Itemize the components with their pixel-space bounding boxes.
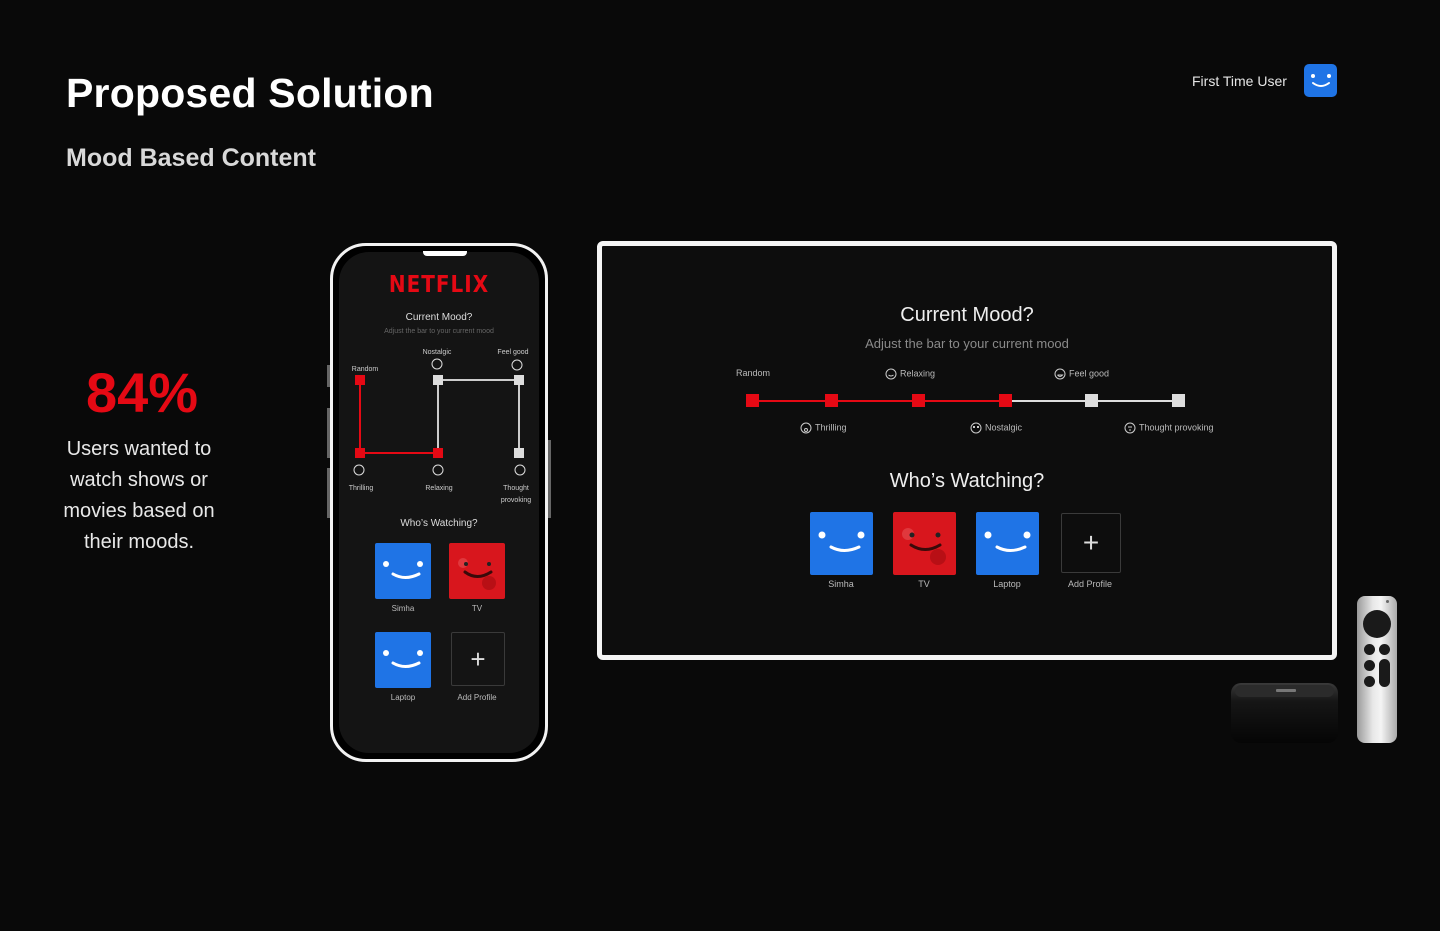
mood-slider[interactable] [602, 246, 1332, 446]
remote-button [1364, 676, 1375, 687]
mood-label-random: Random [736, 368, 771, 378]
grin-icon [1054, 368, 1066, 380]
profile-laptop[interactable] [375, 632, 431, 688]
stat-text: Users wanted to watch shows or movies ba… [63, 438, 215, 553]
mood-label-random: Random [351, 366, 379, 373]
tv-mockup: Current Mood? Adjust the bar to your cur… [597, 241, 1337, 660]
profile-laptop[interactable] [976, 512, 1039, 575]
remote-volume [1379, 659, 1390, 687]
phone-side-button [548, 440, 551, 518]
mood-path-graph [353, 358, 526, 476]
profile-simha[interactable] [375, 543, 431, 599]
mood-label-thrilling: Thrilling [348, 485, 374, 492]
whos-watching-title: Who’s Watching? [400, 518, 478, 529]
mood-text: Nostalgic [985, 422, 1023, 433]
mood-label-nostalgic: Nostalgic [970, 422, 1022, 434]
mood-text: Thrilling [815, 422, 847, 433]
phone-notch [423, 251, 467, 256]
smile-icon [885, 368, 897, 380]
slider-node-nostalgic [999, 394, 1012, 407]
smiley-profile-icon [375, 632, 431, 688]
excited-icon [800, 422, 812, 434]
remote-button [1364, 644, 1375, 655]
red-smiley-profile-icon [893, 512, 956, 575]
profile-label: Simha [828, 579, 854, 589]
mood-label-feel-good: Feel good [497, 349, 529, 356]
whos-watching-title: Who’s Watching? [889, 470, 1045, 492]
slider-node-relaxing [912, 394, 925, 407]
phone-side-button [327, 468, 330, 518]
profile-label: Laptop [390, 693, 416, 702]
add-profile-label: Add Profile [457, 693, 497, 702]
mood-node-random [355, 375, 365, 385]
mood-text: Thought provoking [1139, 422, 1214, 433]
remote-button [1379, 644, 1390, 655]
mood-label-thought: Thought [503, 485, 529, 492]
add-profile-button[interactable]: + [451, 632, 505, 686]
mood-title: Current Mood? [900, 304, 1034, 326]
profile-label: TV [471, 604, 483, 613]
mood-text: Feel good [1069, 368, 1110, 379]
slider-node-thrilling [825, 394, 838, 407]
profile-label: Laptop [993, 579, 1021, 589]
profile-label: TV [918, 579, 930, 589]
profile-tv[interactable] [893, 512, 956, 575]
mood-label-relaxing: Relaxing [885, 368, 935, 380]
stat-value: 84% [86, 361, 199, 424]
remote-clickpad [1363, 610, 1391, 638]
mood-node-thought [514, 448, 524, 458]
slider-node-random [746, 394, 759, 407]
mood-node-nostalgic [433, 375, 443, 385]
avatar[interactable] [1304, 64, 1337, 97]
smiley-profile-icon [375, 543, 431, 599]
phone-mockup: NETFLIX Current Mood? Adjust the bar to … [330, 243, 548, 762]
apple-tv-box-image [1231, 683, 1338, 743]
remote-sensor [1386, 600, 1389, 603]
mood-label-thought: Thought provoking [1124, 422, 1214, 434]
remote-button [1364, 660, 1375, 671]
page-title: Proposed Solution [66, 70, 434, 116]
mood-label-relaxing: Relaxing [425, 485, 453, 492]
thinking-icon [1124, 422, 1136, 434]
profile-label: Simha [391, 604, 415, 613]
mood-hint: Adjust the bar to your current mood [865, 336, 1069, 351]
smiley-profile-icon [976, 512, 1039, 575]
user-label: First Time User [1192, 73, 1287, 89]
red-smiley-profile-icon [449, 543, 505, 599]
smiley-profile-icon [1304, 64, 1337, 97]
mood-label-thrilling: Thrilling [800, 422, 847, 434]
mood-label-nostalgic: Nostalgic [422, 349, 452, 356]
plus-icon: + [470, 643, 486, 674]
slider-node-feel-good [1085, 394, 1098, 407]
page-subtitle: Mood Based Content [66, 144, 316, 172]
nostalgic-icon [970, 422, 982, 434]
slider-node-thought [1172, 394, 1185, 407]
phone-side-button [327, 408, 330, 458]
phone-screen: NETFLIX Current Mood? Adjust the bar to … [339, 251, 539, 753]
mood-hint: Adjust the bar to your current mood [384, 328, 494, 335]
apple-tv-remote [1357, 596, 1397, 743]
plus-icon: + [1082, 527, 1100, 558]
mood-node-thrilling [355, 448, 365, 458]
add-profile-button[interactable]: + [1061, 513, 1121, 573]
mood-label-feel-good: Feel good [1054, 368, 1109, 380]
phone-side-button [327, 365, 330, 387]
add-profile-label: Add Profile [1067, 579, 1113, 589]
apple-tv-box [1231, 683, 1338, 743]
mood-node-relaxing [433, 448, 443, 458]
profile-simha[interactable] [810, 512, 873, 575]
mood-title: Current Mood? [405, 312, 473, 323]
smiley-profile-icon [810, 512, 873, 575]
profile-tv[interactable] [449, 543, 505, 599]
mood-text: Relaxing [900, 368, 936, 379]
mood-node-feel-good [514, 375, 524, 385]
netflix-logo: NETFLIX [388, 270, 490, 298]
mood-label-thought-2: provoking [500, 497, 532, 504]
